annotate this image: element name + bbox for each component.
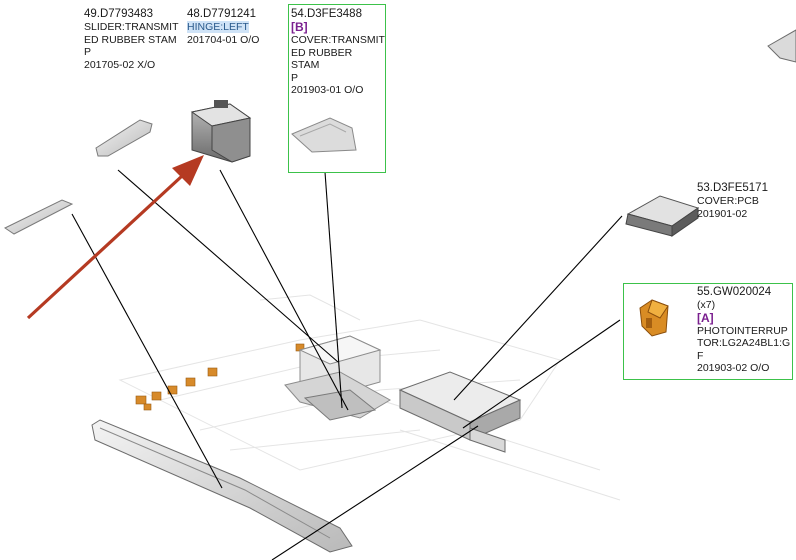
callout-49[interactable]: 49.D7793483 SLIDER:TRANSMIT ED RUBBER ST… — [84, 8, 184, 71]
part-tag: [B] — [291, 20, 308, 34]
part-desc-line: HINGE:LEFT — [187, 21, 249, 33]
part-revision: 201704-01 O/O — [187, 33, 260, 46]
center-housing — [284, 335, 391, 421]
pcb-cover-part-53 — [625, 195, 700, 237]
callout-box-54 — [288, 4, 386, 173]
callout-54[interactable]: 54.D3FE3488 [B] COVER:TRANSMIT ED RUBBER… — [291, 8, 385, 97]
callout-55[interactable]: 55.GW020024 (x7) [A] PHOTOINTERRUP TOR:L… — [697, 286, 791, 375]
part-quantity: (x7) — [697, 299, 716, 311]
part-desc-line: COVER:PCB — [697, 195, 759, 207]
part-desc-line: P — [84, 46, 92, 58]
part-desc-line: ED RUBBER STAM — [291, 46, 353, 72]
red-arrow-indicator — [26, 155, 204, 320]
slider-rail — [91, 419, 353, 553]
hinge-part-48 — [190, 100, 252, 163]
part-tag: [A] — [697, 310, 714, 325]
callout-48[interactable]: 48.D7791241 HINGE:LEFT 201704-01 O/O — [187, 8, 283, 46]
photointerrupter-part-55 — [639, 299, 669, 337]
callout-box-55 — [623, 283, 793, 380]
part-desc-line: F — [697, 349, 704, 362]
part-number: 48.D7791241 — [187, 8, 257, 20]
photointerrupter-parts — [135, 343, 305, 411]
pcb-cover-assembly — [398, 371, 522, 453]
small-rail-part — [3, 199, 74, 235]
cover-part-54 — [291, 117, 357, 153]
part-number: 55.GW020024 — [697, 286, 772, 298]
part-revision: 201903-01 O/O — [291, 84, 364, 96]
part-desc-line: ED RUBBER STAM — [84, 33, 177, 46]
part-desc-line: COVER:TRANSMIT — [291, 34, 385, 46]
part-revision: 201903-02 O/O — [697, 362, 770, 374]
slider-part-49 — [95, 119, 153, 157]
partial-part-top-right — [767, 29, 796, 63]
part-desc-line: P — [291, 71, 299, 84]
part-number: 54.D3FE3488 — [291, 8, 362, 20]
faint-assembly — [118, 294, 621, 501]
part-desc-line: TOR:LG2A24BL1:G — [697, 337, 791, 349]
part-number: 49.D7793483 — [84, 8, 154, 20]
part-revision: 201705-02 X/O — [84, 58, 156, 71]
part-desc-line: SLIDER:TRANSMIT — [84, 21, 179, 33]
part-desc-line: PHOTOINTERRUP — [697, 324, 788, 337]
part-revision: 201901-02 — [697, 207, 748, 220]
part-number: 53.D3FE5171 — [697, 182, 768, 194]
callout-53[interactable]: 53.D3FE5171 COVER:PCB 201901-02 — [697, 182, 793, 220]
